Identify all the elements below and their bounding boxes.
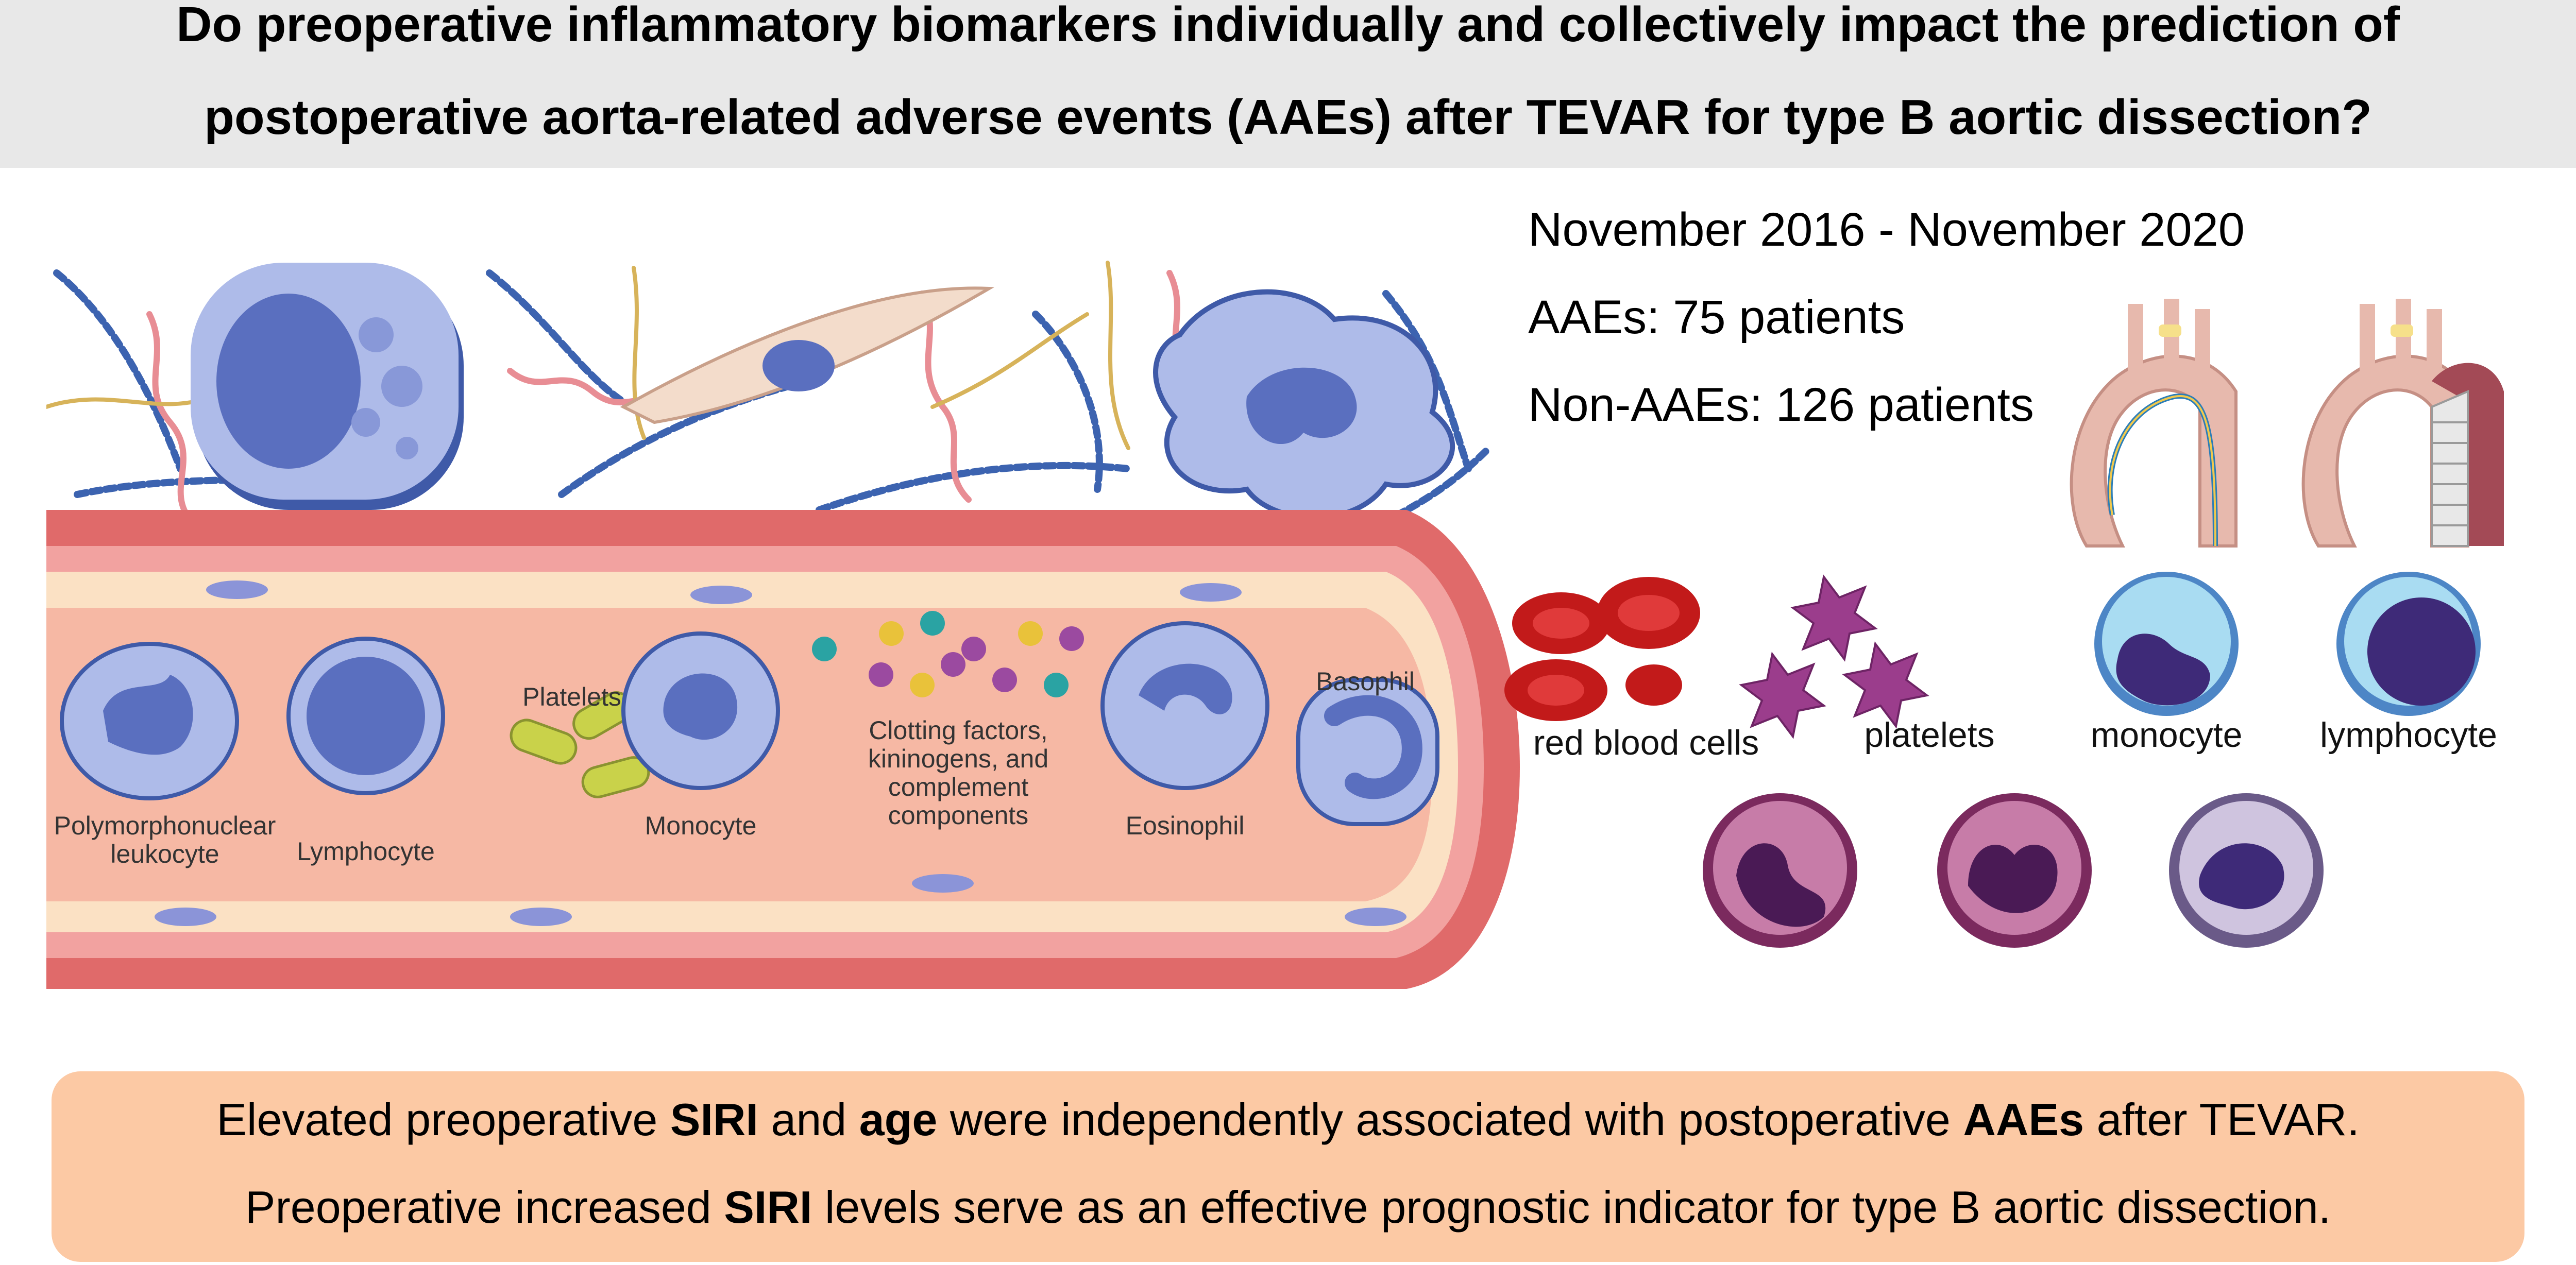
conclusion-text: were independently associated with posto… <box>937 1094 1963 1145</box>
conclusion-text: Elevated preoperative <box>216 1094 670 1145</box>
question-line-2: postoperative aorta-related adverse even… <box>204 90 2372 145</box>
lymphocyte-icon <box>2336 572 2481 716</box>
label-platelets: Platelets <box>522 682 621 711</box>
label-clotting-1: Clotting factors, <box>869 716 1047 745</box>
conclusion-line-1: Elevated preoperative SIRI and age were … <box>52 1097 2524 1142</box>
platelet-cells <box>510 691 650 798</box>
label-eosinophil: Eosinophil <box>1126 811 1245 840</box>
label-lymphocyte-icon: lymphocyte <box>2320 715 2497 755</box>
conclusion-line-2: Preoperative increased SIRI levels serve… <box>52 1185 2524 1230</box>
label-neutrophil-icon: neurophil <box>1942 945 2087 948</box>
label-clotting-3: complement <box>888 773 1028 801</box>
endothelial-nuclei <box>155 580 1406 926</box>
monocyte-icon <box>2094 572 2239 716</box>
blood-vessel-illustration: Polymorphonuclear leukocyte Lymphocyte P… <box>46 261 1520 989</box>
neutrophil-icon <box>1937 793 2092 948</box>
label-basophil-icon: basophil <box>2181 945 2311 948</box>
aorta-before-tevar <box>2070 299 2238 548</box>
monocyte-cell <box>621 631 780 790</box>
aorta-after-tevar <box>2301 299 2504 548</box>
label-pmn-leukocyte-1: Polymorphonuclear <box>54 811 276 840</box>
study-period: November 2016 - November 2020 <box>1528 203 2245 256</box>
label-platelets-icon: platelets <box>1864 715 1994 755</box>
siri-term: SIRI <box>724 1182 812 1233</box>
tevar-aorta-illustration <box>2070 299 2504 548</box>
platelets-icon <box>1739 574 1929 739</box>
conclusion-text: after TEVAR. <box>2084 1094 2360 1145</box>
aaes-count: AAEs: 75 patients <box>1528 291 1905 344</box>
label-pmn-leukocyte-2: leukocyte <box>110 840 219 868</box>
label-monocyte-icon: monocyte <box>2091 715 2243 755</box>
non-aaes-count: Non-AAEs: 126 patients <box>1528 379 2034 431</box>
conclusion-text: and <box>758 1094 859 1145</box>
eosinophil-cell <box>1100 621 1269 790</box>
question-banner: Do preoperative inflammatory biomarkers … <box>0 0 2576 168</box>
question-line-1: Do preoperative inflammatory biomarkers … <box>176 0 2400 52</box>
label-red-blood-cells: red blood cells <box>1533 723 1759 762</box>
clotting-factor-molecules <box>812 611 1084 697</box>
label-clotting-2: kininogens, and <box>868 744 1048 773</box>
tissue-macrophage <box>191 263 464 510</box>
conclusion-text: levels serve as an effective prognostic … <box>812 1182 2331 1233</box>
siri-term: SIRI <box>670 1094 758 1145</box>
eosinophil-icon <box>1703 793 1857 948</box>
age-term: age <box>859 1094 938 1145</box>
blood-cell-panel: red blood cells platelets monocyte lymph… <box>1504 572 2497 948</box>
red-blood-cells-icon <box>1504 577 1700 721</box>
label-lymphocyte: Lymphocyte <box>297 837 435 866</box>
basophil-icon <box>2169 793 2324 948</box>
conclusion-text: Preoperative increased <box>245 1182 724 1233</box>
conclusion-box: Elevated preoperative SIRI and age were … <box>52 1071 2524 1262</box>
label-eosinophil-icon: eosinophil <box>1699 945 1856 948</box>
label-clotting-4: components <box>888 801 1028 830</box>
fibroblast-cell <box>620 286 995 424</box>
label-basophil: Basophil <box>1316 667 1415 696</box>
pmn-leukocyte-cell <box>60 642 239 800</box>
aaes-term: AAEs <box>1963 1094 2084 1145</box>
label-monocyte: Monocyte <box>645 811 757 840</box>
lymphocyte-cell <box>286 637 445 795</box>
basophil-cell <box>1296 678 1439 826</box>
tissue-basophil-cell <box>1153 289 1455 520</box>
